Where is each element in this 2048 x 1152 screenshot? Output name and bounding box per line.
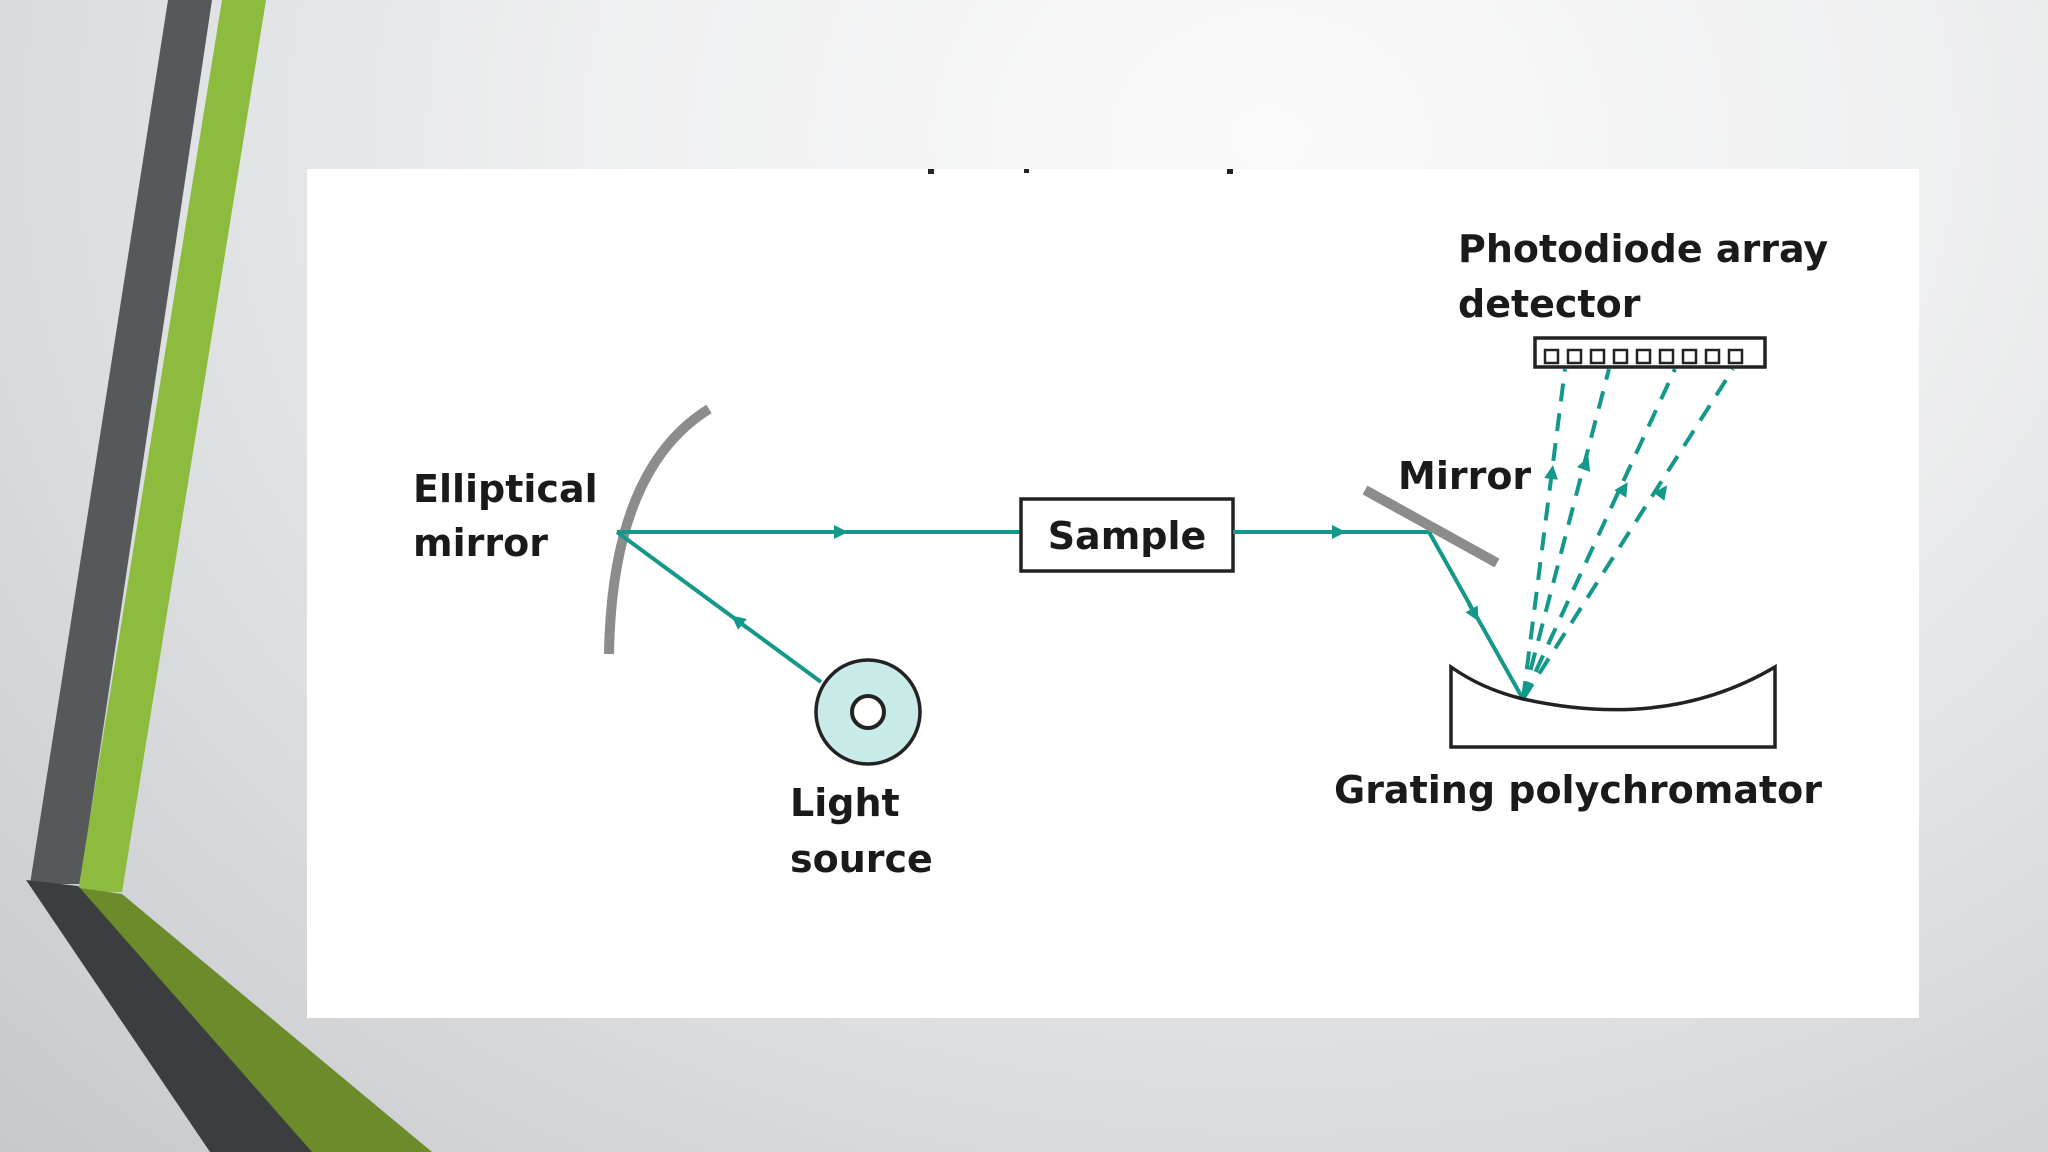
light-source-core <box>850 694 886 730</box>
dark-accent-stripe <box>30 0 212 884</box>
sample-box <box>1019 497 1235 573</box>
grating-polychromator-label: Grating polychromator <box>1334 768 1822 812</box>
beam-arrow-source <box>731 615 749 630</box>
flat-mirror-shape <box>1362 485 1500 568</box>
dispersed-beam-arrows <box>1544 456 1668 501</box>
clipped-text-remnant <box>928 169 1233 174</box>
spectrometer-diagram: Sample <box>413 169 1841 881</box>
dispersed-beams <box>1521 367 1735 701</box>
dispersed-beam-2 <box>1521 368 1611 700</box>
grating-polychromator-shape <box>1449 663 1777 749</box>
dispersed-beam-1 <box>1521 368 1567 700</box>
beam-arrow-3 <box>1465 603 1479 622</box>
mirror-label: Mirror <box>1398 454 1531 498</box>
photodiode-array-detector <box>1533 336 1767 369</box>
light-source-label: Light source <box>790 781 933 881</box>
green-bottom-band <box>80 888 432 1152</box>
beam-source-to-mirror <box>615 530 823 684</box>
elliptical-mirror-shape <box>604 404 712 655</box>
dispersed-beam-3 <box>1521 368 1677 700</box>
diagram-panel: Sample <box>307 169 1919 1018</box>
elliptical-mirror-label: Elliptical mirror <box>413 467 611 565</box>
sample-label: Sample <box>1048 514 1207 558</box>
detector-label: Photodiode array detector <box>1458 227 1841 326</box>
dispersed-beam-4 <box>1521 367 1735 701</box>
green-accent-stripe <box>78 0 266 892</box>
